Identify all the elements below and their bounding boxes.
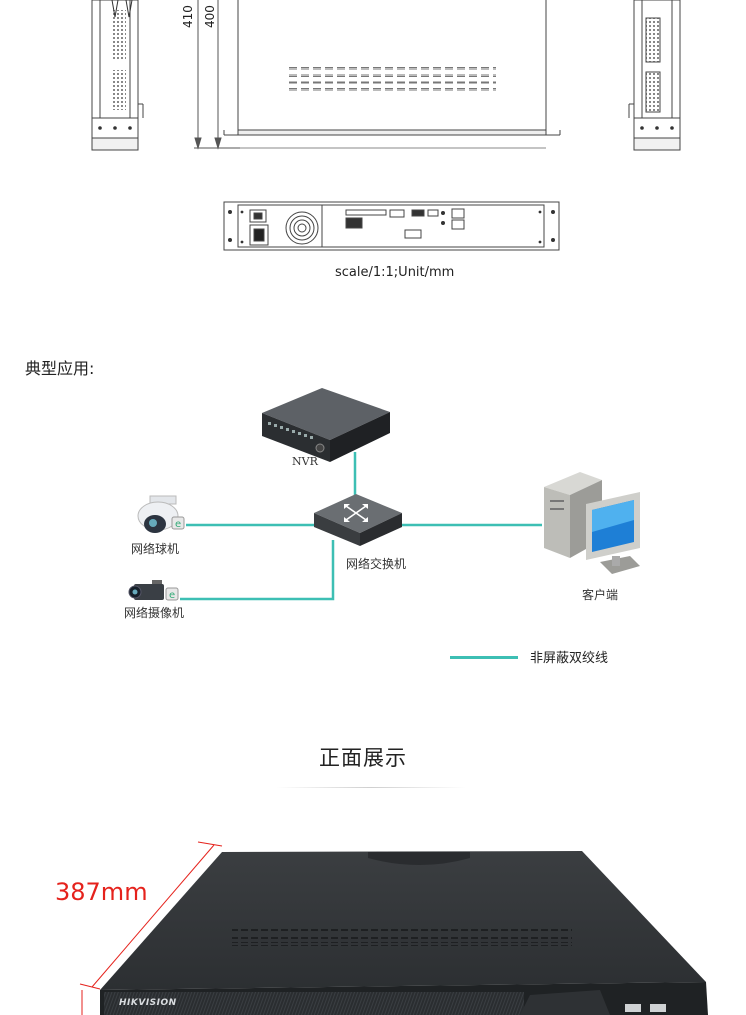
svg-text:e: e bbox=[169, 590, 175, 601]
technical-drawing: 410 400 scale/1:1;Unit/mm bbox=[0, 0, 746, 290]
network-diagram: e e NVR 网络球机 网络交换机 网络摄像机 客户端 非屏蔽 bbox=[0, 375, 746, 675]
heading-underline bbox=[276, 787, 466, 788]
box-camera-label: 网络摄像机 bbox=[124, 606, 185, 620]
client-pc-icon bbox=[544, 472, 640, 574]
technical-drawing-svg bbox=[91, 0, 681, 251]
chassis-top bbox=[100, 851, 706, 990]
front-product-photo: 387mm HIKVISION bbox=[0, 820, 746, 1015]
svg-text:e: e bbox=[175, 519, 181, 530]
left-vent-grid bbox=[112, 10, 126, 110]
cable-lines bbox=[180, 452, 542, 601]
dimension-387-label: 387mm bbox=[55, 878, 148, 906]
switch-label: 网络交换机 bbox=[346, 557, 407, 571]
dimension-387-lines bbox=[79, 841, 223, 1015]
network-diagram-svg: e e bbox=[128, 388, 640, 601]
legend: 非屏蔽双绞线 bbox=[450, 647, 650, 667]
dome-camera-icon: e bbox=[137, 495, 185, 533]
typical-application-heading: 典型应用: bbox=[25, 359, 95, 378]
dimension-lines bbox=[194, 0, 240, 150]
nvr-label: NVR bbox=[292, 455, 318, 468]
ball-camera-label: 网络球机 bbox=[131, 542, 180, 556]
front-photo-svg bbox=[79, 841, 708, 1015]
box-camera-icon: e bbox=[128, 580, 179, 601]
dimension-410-label: 410 bbox=[181, 5, 195, 28]
dimension-400-label: 400 bbox=[203, 5, 217, 28]
nvr-device-icon bbox=[262, 388, 390, 462]
top-view bbox=[223, 0, 561, 149]
drawing-scale-caption: scale/1:1;Unit/mm bbox=[335, 265, 455, 280]
top-view-vents bbox=[288, 67, 496, 91]
client-label: 客户端 bbox=[582, 588, 619, 602]
legend-line-swatch bbox=[450, 656, 518, 659]
legend-label: 非屏蔽双绞线 bbox=[530, 651, 609, 666]
left-side-view bbox=[91, 0, 144, 151]
switch-device-icon bbox=[314, 494, 402, 546]
rear-panel-view bbox=[223, 201, 560, 251]
right-side-view bbox=[628, 0, 681, 151]
brand-logo-text: HIKVISION bbox=[119, 998, 177, 1008]
front-display-heading: 正面展示 bbox=[319, 746, 407, 770]
